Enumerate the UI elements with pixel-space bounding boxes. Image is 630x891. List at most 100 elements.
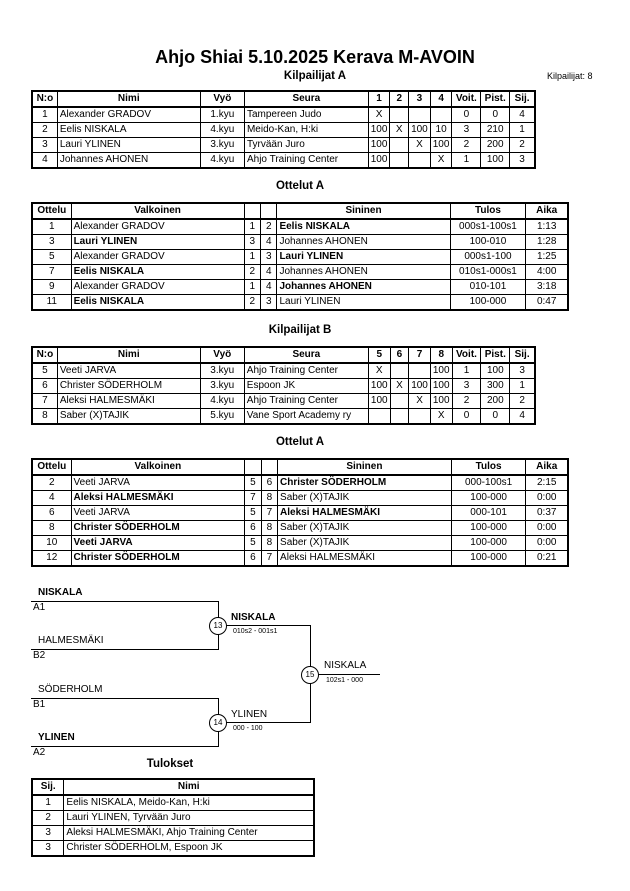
white-competitor: Veeti JARVA xyxy=(70,535,246,551)
table-cell: Veeti JARVA xyxy=(56,362,201,379)
blue-competitor: Johannes AHONEN xyxy=(276,279,451,295)
table-cell: Tyrvään Juro xyxy=(243,137,369,153)
match-number: 10 xyxy=(31,535,72,551)
table-cell: 3.kyu xyxy=(199,137,245,153)
match-result: 100-000 xyxy=(450,490,527,506)
match-number: 5 xyxy=(31,249,72,265)
column-header: 7 xyxy=(408,346,431,364)
placement: 3 xyxy=(31,840,65,857)
blue-competitor: Saber (X)TAJIK xyxy=(277,535,452,551)
table-cell: Aleksi HALMESMÄKI xyxy=(56,393,201,409)
table-cell: Eelis NISKALA xyxy=(56,122,201,138)
bracket-sf2-score: 000 - 100 xyxy=(233,725,263,732)
table-cell: 1.kyu xyxy=(199,106,245,123)
blue-competitor: Lauri YLINEN xyxy=(276,294,451,311)
table-cell: 100 xyxy=(408,122,431,138)
match-result: 010-101 xyxy=(449,279,527,295)
match-result: 100-010 xyxy=(449,234,527,250)
match-time: 0:00 xyxy=(525,535,569,551)
blue-number: 8 xyxy=(260,490,279,506)
white-number: 5 xyxy=(244,535,262,551)
table-cell: 100 xyxy=(367,378,391,394)
column-header: Vyö xyxy=(199,90,245,108)
match-number: 1 xyxy=(31,218,72,235)
table-cell: Ahjo Training Center xyxy=(243,362,369,379)
bracket-line xyxy=(218,722,310,723)
match-time: 0:47 xyxy=(525,294,569,311)
column-header: 6 xyxy=(389,346,410,364)
table-cell: 100 xyxy=(480,362,511,379)
blue-competitor: Saber (X)TAJIK xyxy=(277,520,452,536)
bracket-line xyxy=(31,649,218,650)
column-header: N:o xyxy=(31,346,58,364)
column-header: Seura xyxy=(243,90,369,108)
competitor-name: Lauri YLINEN, Tyrvään Juro xyxy=(63,810,315,826)
table-cell: 1 xyxy=(451,362,482,379)
table-cell: 1 xyxy=(509,378,536,394)
table-cell: 100 xyxy=(429,137,453,153)
bracket-sf2-top-name: SÖDERHOLM xyxy=(38,684,103,695)
table-cell xyxy=(389,106,410,123)
white-number: 1 xyxy=(243,249,262,265)
competitor-name: Eelis NISKALA, Meido-Kan, H:ki xyxy=(63,794,315,811)
table-cell: 3.kyu xyxy=(199,378,245,394)
white-number: 1 xyxy=(243,218,262,235)
match-time: 0:37 xyxy=(525,505,569,521)
table-cell: 5 xyxy=(31,362,58,379)
table-cell: 1 xyxy=(31,106,58,123)
match-number: 6 xyxy=(31,505,72,521)
white-competitor: Eelis NISKALA xyxy=(70,294,245,311)
table-cell xyxy=(367,408,391,425)
bracket-final-winner: NISKALA xyxy=(324,660,367,671)
blue-competitor: Johannes AHONEN xyxy=(276,264,451,280)
table-cell: 4 xyxy=(509,106,536,123)
table-cell: 10 xyxy=(429,122,453,138)
table-cell: 3.kyu xyxy=(199,362,245,379)
column-header: 1 xyxy=(367,90,391,108)
blue-competitor: Lauri YLINEN xyxy=(276,249,451,265)
column-header: Voit. xyxy=(451,90,482,108)
table-cell: Meido-Kan, H:ki xyxy=(243,122,369,138)
bracket-sf1-top-seed: A1 xyxy=(33,602,46,613)
table-cell: 6 xyxy=(31,378,58,394)
bracket-sf2-winner: YLINEN xyxy=(231,709,268,720)
table-cell: 5.kyu xyxy=(199,408,245,425)
column-header: Ottelu xyxy=(31,458,72,476)
table-cell: Christer SÖDERHOLM xyxy=(56,378,201,394)
column-header xyxy=(259,202,278,220)
column-header: Sininen xyxy=(276,202,451,220)
table-cell: X xyxy=(367,362,391,379)
column-header: 4 xyxy=(429,90,453,108)
pool-b-heading: Kilpailijat B xyxy=(268,324,332,336)
match-result: 100-000 xyxy=(449,294,527,311)
table-cell: X xyxy=(408,137,431,153)
column-header xyxy=(244,458,262,476)
table-cell xyxy=(389,393,410,409)
bracket-final-number: 15 xyxy=(301,666,319,684)
column-header: Pist. xyxy=(480,346,511,364)
table-cell: 4 xyxy=(509,408,536,425)
table-cell: Alexander GRADOV xyxy=(56,106,201,123)
column-header: Sij. xyxy=(509,90,536,108)
white-competitor: Aleksi HALMESMÄKI xyxy=(70,490,246,506)
bracket-line xyxy=(310,674,380,675)
column-header xyxy=(260,458,279,476)
table-cell: Tampereen Judo xyxy=(243,106,369,123)
bracket-sf2-top-seed: B1 xyxy=(33,699,46,710)
table-cell: Lauri YLINEN xyxy=(56,137,201,153)
white-number: 2 xyxy=(243,264,262,280)
